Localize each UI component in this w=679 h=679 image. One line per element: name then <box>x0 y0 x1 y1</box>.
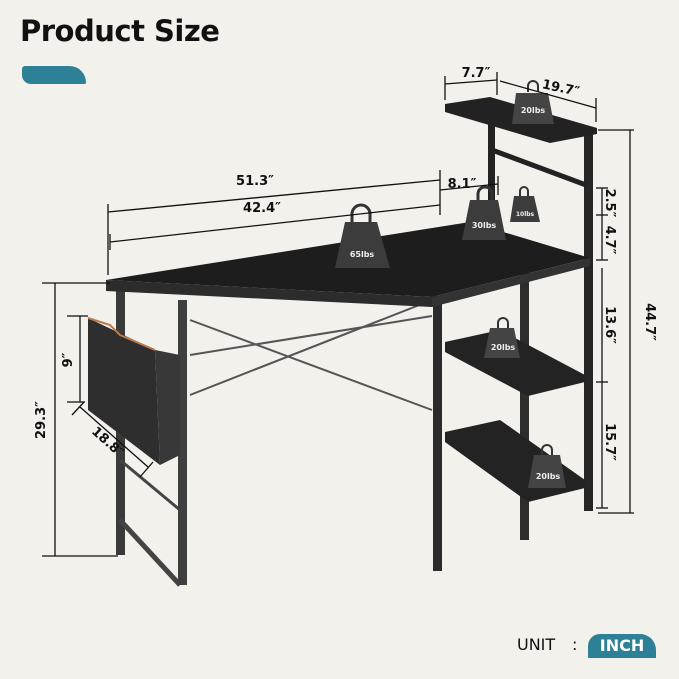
unit-separator: : <box>572 635 578 654</box>
dim-hook-gap: 2.5″ <box>602 189 617 218</box>
weight-10lbs: 10lbs <box>510 186 540 222</box>
dim-upper-gap: 4.7″ <box>602 226 617 255</box>
dim-bag-height: 9″ <box>61 352 76 367</box>
dim-total-height: 44.7″ <box>642 303 657 341</box>
dim-desk-width: 42.4″ <box>243 201 281 216</box>
weight-20lbs-top: 20lbs <box>512 80 554 124</box>
dim-bottom-shelf-gap: 15.7″ <box>602 423 617 461</box>
dim-middle-shelf-gap: 13.6″ <box>602 306 617 344</box>
desk-drawing: 65lbs 30lbs 10lbs 20lbs 20lbs 20lbs <box>87 80 597 587</box>
unit-value-badge: INCH <box>588 634 656 658</box>
weight-30lbs: 30lbs <box>462 185 506 240</box>
leg-back-right <box>520 270 529 540</box>
weight-20lbs-middle: 20lbs <box>484 317 520 358</box>
weight-label: 20lbs <box>521 106 546 115</box>
bottom-shelf <box>445 420 585 502</box>
leg-front-left <box>178 300 187 585</box>
weight-label: 20lbs <box>536 472 561 481</box>
dimension-lines <box>42 72 634 557</box>
unit-label: UNIT <box>517 635 556 654</box>
weight-label: 30lbs <box>472 221 497 230</box>
dim-desk-height: 29.3″ <box>34 401 49 439</box>
middle-shelf <box>445 330 585 396</box>
weight-label: 20lbs <box>491 343 516 352</box>
page-title: Product Size <box>20 14 220 48</box>
accent-tab <box>22 66 86 84</box>
leg-front-right <box>433 296 442 571</box>
dim-top-shelf-depth: 7.7″ <box>462 66 491 81</box>
dim-shelf-gap: 8.1″ <box>448 177 477 192</box>
storage-bag <box>88 318 160 465</box>
tower-post <box>584 128 593 511</box>
weight-label: 10lbs <box>516 211 535 218</box>
weight-20lbs-bottom: 20lbs <box>528 444 566 488</box>
dim-total-width: 51.3″ <box>236 174 274 189</box>
weight-label: 65lbs <box>350 250 375 259</box>
